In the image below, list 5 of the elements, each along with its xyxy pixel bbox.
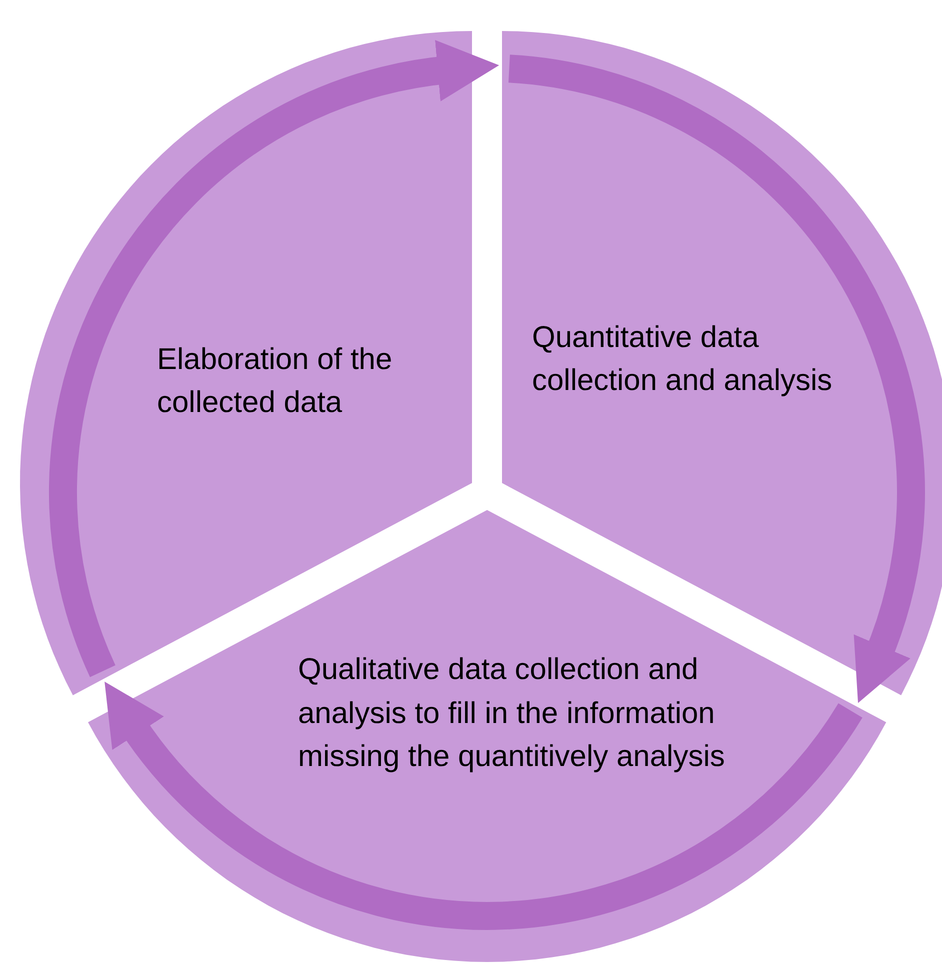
- sector-label: Elaboration of the collected data: [156, 342, 394, 422]
- cycle-arrow: [50, 41, 499, 676]
- sector-label: Qualitative data collection and analysis to fill in the information missing the quantitively analysis: [298, 652, 726, 775]
- cycle-arrow: [102, 683, 862, 930]
- sector-label: Quantitative data collection and analysis: [532, 320, 834, 400]
